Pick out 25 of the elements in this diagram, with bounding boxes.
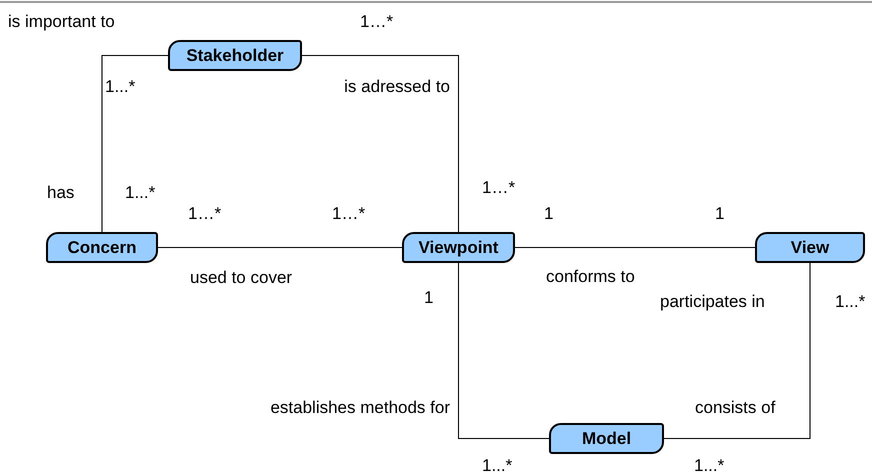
multiplicity-label: 1...*	[105, 77, 136, 97]
role-label: is important to	[8, 12, 115, 32]
association-line	[514, 247, 756, 248]
role-label: participates in	[660, 292, 765, 312]
class-box: Model	[549, 423, 664, 454]
multiplicity-label: 1...*	[125, 183, 156, 203]
multiplicity-label: 1…*	[360, 12, 394, 32]
association-line	[458, 262, 550, 439]
multiplicity-label: 1…*	[332, 204, 366, 224]
class-box: View	[755, 232, 865, 263]
association-line	[158, 247, 402, 248]
association-line	[102, 55, 168, 232]
class-box: Concern	[46, 232, 158, 263]
multiplicity-label: 1	[424, 288, 434, 308]
multiplicity-label: 1...*	[835, 292, 866, 312]
multiplicity-label: 1...*	[482, 456, 512, 475]
association-line	[664, 262, 810, 439]
multiplicity-label: 1…*	[482, 178, 516, 198]
association-line	[302, 55, 459, 232]
class-box: Stakeholder	[168, 40, 302, 71]
multiplicity-label: 1	[544, 204, 554, 224]
multiplicity-label: 1	[715, 204, 724, 224]
class-box: Viewpoint	[402, 232, 515, 263]
multiplicity-label: 1…*	[188, 204, 222, 224]
multiplicity-label: 1...*	[694, 456, 724, 475]
